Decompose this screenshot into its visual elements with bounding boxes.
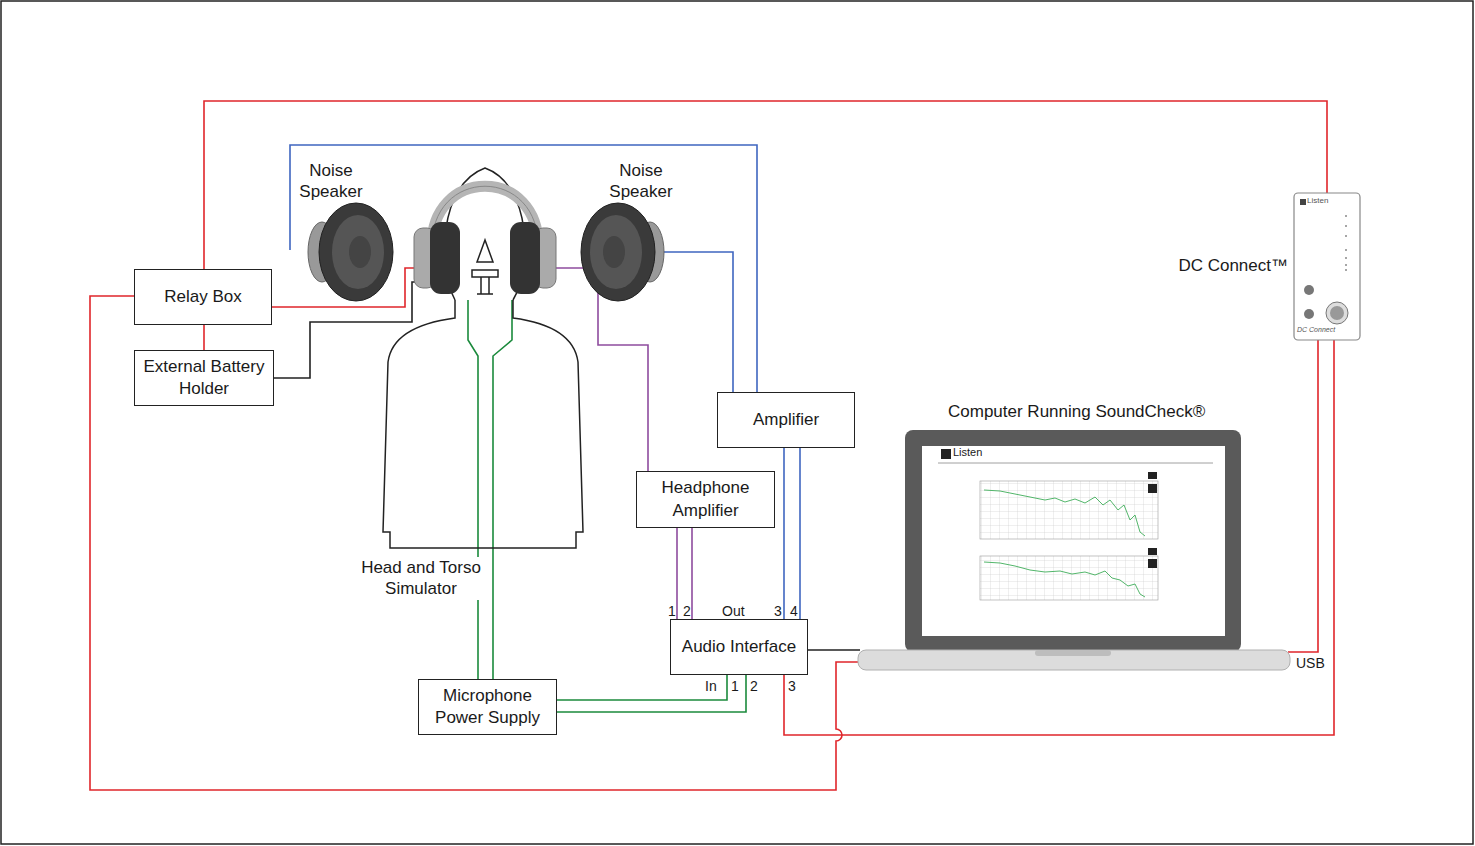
hats-label: Head and Torso Simulator <box>353 557 489 600</box>
noise-speaker <box>581 203 664 301</box>
relay-usb-wire <box>90 296 860 790</box>
computer-label: Computer Running SoundCheck® <box>948 401 1205 422</box>
headphone-wire <box>550 268 648 471</box>
logo-text: Listen <box>953 446 982 460</box>
wires <box>90 101 1334 790</box>
dc-connect-device <box>1294 193 1360 340</box>
usb-audio-wire <box>808 649 860 651</box>
trigger-wire <box>784 340 1334 735</box>
mic-wire <box>468 250 478 679</box>
pin-number: 1 <box>668 603 676 621</box>
pin-number: 2 <box>683 603 691 621</box>
box-label: Headphone Amplifier <box>637 477 774 521</box>
port-label: USB <box>1296 655 1325 673</box>
speaker-label: Noise Speaker <box>291 160 371 203</box>
speaker-label: Noise Speaker <box>601 160 681 203</box>
laptop <box>858 430 1290 670</box>
usb-wire <box>1288 340 1318 652</box>
pin-number: 4 <box>790 603 798 621</box>
speaker-wire <box>290 145 757 392</box>
head-and-torso <box>383 168 583 548</box>
box-label: Microphone Power Supply <box>419 685 556 729</box>
box-label: External Battery Holder <box>135 356 273 400</box>
signal-wire <box>676 528 678 619</box>
signal-wire <box>799 448 801 619</box>
signal-wire <box>557 675 727 700</box>
pin-number: 2 <box>750 678 758 696</box>
signal-wire <box>783 448 785 619</box>
pin-number: 3 <box>788 678 796 696</box>
process-box: Amplifier <box>717 392 855 448</box>
process-box: Audio Interface <box>670 619 808 675</box>
device-label: DC Connect™ <box>1178 255 1288 276</box>
pin-number: 3 <box>774 603 782 621</box>
pin-number: 1 <box>731 678 739 696</box>
box-label: Relay Box <box>158 286 247 308</box>
process-box: Headphone Amplifier <box>636 471 775 528</box>
signal-wire <box>691 528 693 619</box>
logo-text: Listen <box>1307 196 1328 206</box>
box-label: Audio Interface <box>676 636 802 658</box>
signal-wire <box>203 325 205 350</box>
process-box: Relay Box <box>134 269 272 325</box>
box-label: Amplifier <box>747 409 825 431</box>
signal-wire <box>557 675 746 712</box>
speaker-wire <box>660 252 733 392</box>
pin-label: Out <box>722 603 745 621</box>
mic-wire <box>493 250 512 679</box>
process-box: Microphone Power Supply <box>418 679 557 735</box>
pin-label: In <box>705 678 717 696</box>
device-name: DC Connect <box>1297 326 1335 335</box>
headphones <box>414 186 556 294</box>
noise-speaker <box>308 203 393 301</box>
process-box: External Battery Holder <box>134 350 274 406</box>
